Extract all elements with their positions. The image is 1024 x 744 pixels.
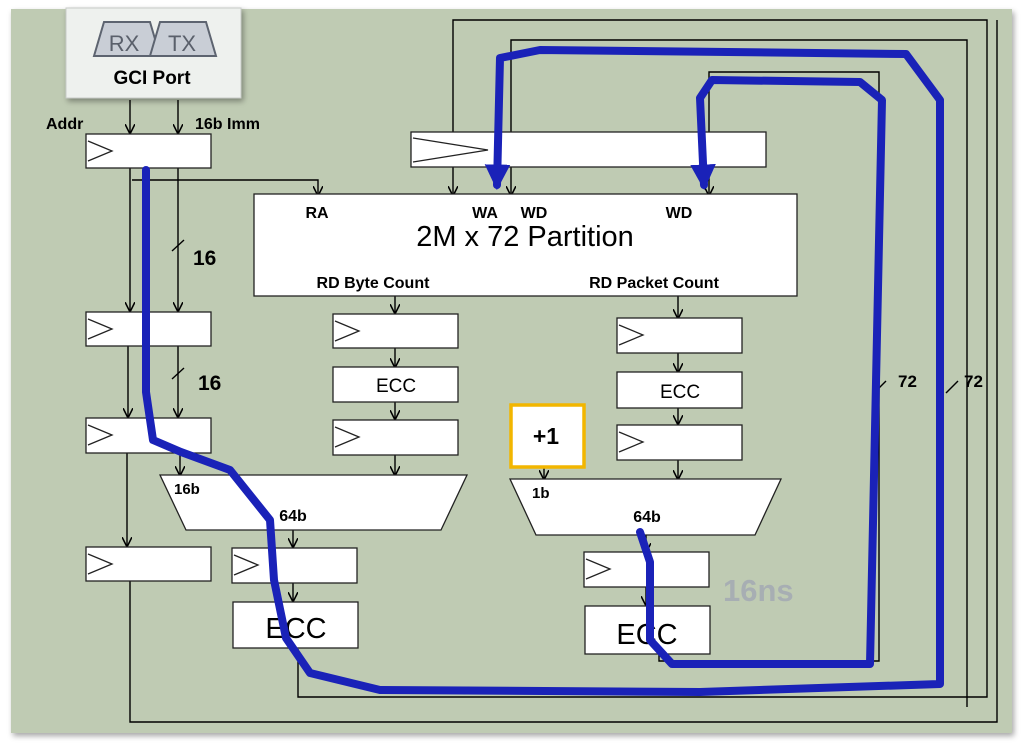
increment-label: +1 [533, 423, 559, 449]
gci-port-label: GCI Port [113, 68, 191, 89]
critical-path-byte-count [142, 46, 944, 696]
gci-port: RX TX GCI Port [65, 7, 242, 99]
register-left-output [231, 547, 358, 584]
latency-label: 16ns [723, 573, 794, 608]
ecc-left-output: ECC [265, 613, 326, 645]
ecc-byte-count: ECC [376, 376, 416, 397]
register-byte-count-2 [332, 419, 459, 456]
port-ra-label: RA [305, 205, 329, 222]
memory-partition: 2M x 72 Partition RA WA WD WD RD Byte Co… [253, 193, 798, 297]
rx-port-icon [92, 21, 162, 57]
adder-output-label: 64b [279, 508, 307, 525]
critical-path-packet-count [636, 76, 886, 668]
tx-port-icon [148, 21, 218, 57]
register-write-bus [410, 131, 767, 168]
register-byte-count-1 [332, 313, 459, 349]
rd-byte-count-label: RD Byte Count [317, 275, 431, 292]
imm-label: 16b Imm [195, 116, 260, 133]
ecc-packet-count: ECC [660, 382, 700, 403]
critical-path [142, 46, 944, 696]
rx-label: RX [109, 31, 140, 56]
bus-width-label: 16 [198, 372, 221, 395]
register-addr [85, 133, 212, 169]
adder-input-label: 1b [532, 485, 550, 502]
addr-label: Addr [46, 116, 83, 133]
bus-width-label: 72 [898, 372, 917, 391]
adders [158, 474, 783, 536]
bus-width-label: 16 [193, 247, 216, 270]
port-wa-label: WA [472, 205, 498, 222]
port-wd-label: WD [521, 205, 548, 222]
adder-packet-count [508, 478, 783, 536]
adder-byte-count [158, 474, 469, 531]
rd-packet-count-label: RD Packet Count [589, 275, 719, 292]
bus-width-label: 72 [964, 372, 983, 391]
tx-label: TX [168, 31, 196, 56]
register-addr-stage4 [85, 546, 212, 582]
labels: Addr 16b Imm 16 16 16b 64b 1b 64b 72 72 … [46, 116, 983, 608]
memory-title: 2M x 72 Partition [416, 221, 634, 253]
increment-box: +1 [509, 403, 586, 469]
port-wd-label: WD [666, 205, 693, 222]
adder-output-label: 64b [633, 509, 661, 526]
register-packet-count-2 [616, 424, 743, 461]
register-packet-count-1 [616, 317, 743, 354]
adder-input-label: 16b [174, 481, 200, 498]
